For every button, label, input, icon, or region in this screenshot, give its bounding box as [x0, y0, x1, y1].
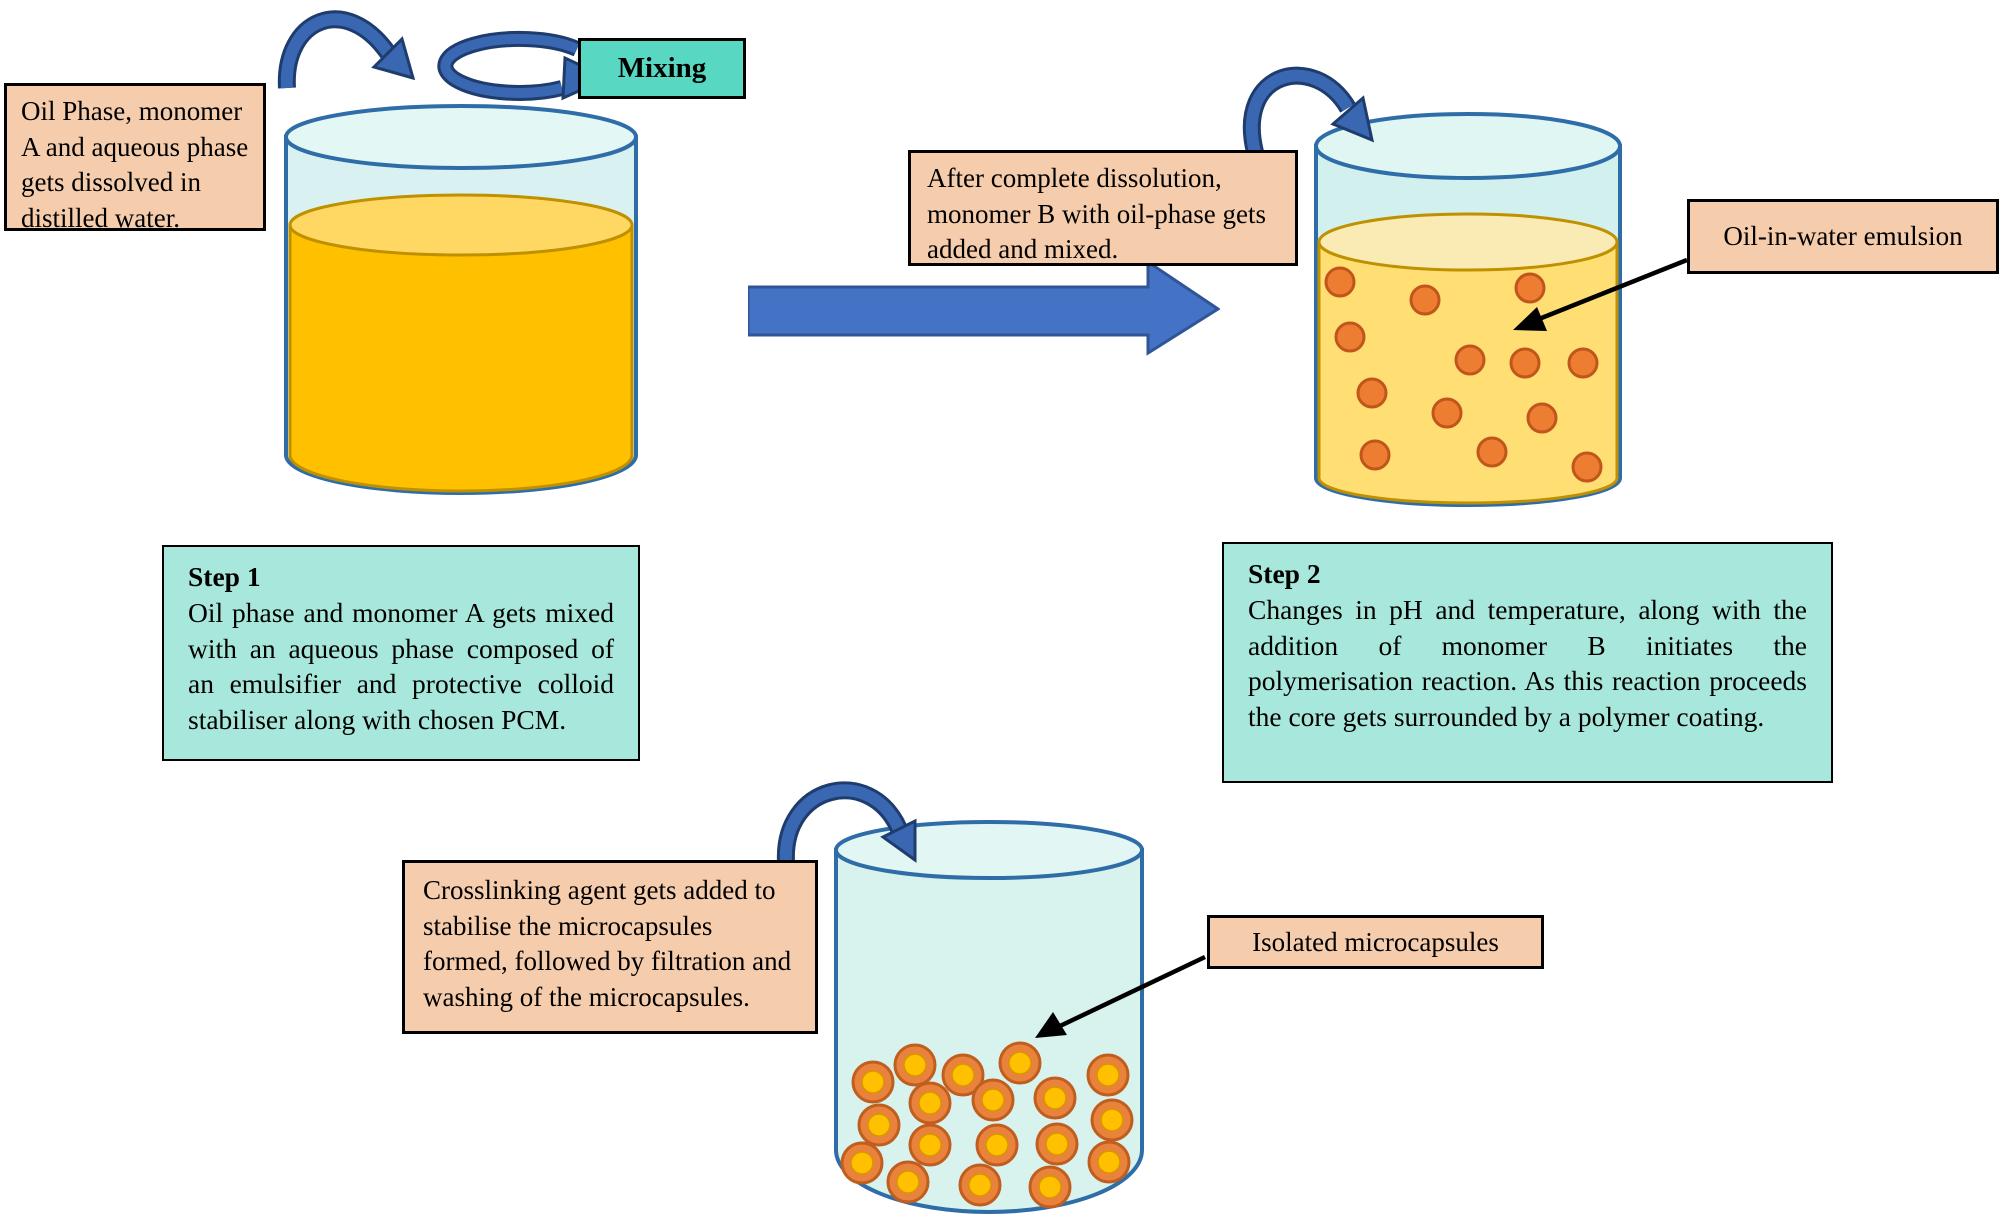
pour-arrow-icon	[1242, 66, 1375, 155]
oil-droplets	[1324, 266, 1603, 483]
emulsion-label: Oil-in-water emulsion	[1687, 199, 1999, 274]
microcapsules	[840, 1041, 1134, 1209]
step2-box: Step 2 Changes in pH and temperature, al…	[1222, 542, 1833, 783]
oil-phase-note-text: Oil Phase, monomer A and aqueous phase g…	[21, 96, 249, 233]
mixing-label: Mixing	[578, 38, 746, 99]
oil-liquid	[288, 223, 634, 493]
beaker-emulsion	[1314, 112, 1622, 507]
mixing-label-text: Mixing	[617, 52, 707, 84]
step1-box: Step 1 Oil phase and monomer A gets mixe…	[162, 545, 640, 761]
emulsion-surface	[1317, 212, 1619, 272]
step1-title: Step 1	[188, 561, 261, 592]
pointer-arrow-icon	[1513, 257, 1688, 331]
dissolution-note-text: After complete dissolution, monomer B wi…	[927, 163, 1266, 265]
isolated-label-text: Isolated microcapsules	[1252, 926, 1499, 957]
beaker-rim	[284, 104, 638, 170]
beaker-rim	[1314, 112, 1622, 180]
pour-arrow-icon	[776, 781, 917, 863]
beaker-microcapsules	[834, 820, 1144, 1214]
flow-arrow-icon	[748, 260, 1220, 356]
step1-body: Oil phase and monomer A gets mixed with …	[188, 596, 614, 735]
pointer-arrow-icon	[1035, 954, 1206, 1038]
dissolution-note-box: After complete dissolution, monomer B wi…	[908, 150, 1298, 266]
oil-phase-note-box: Oil Phase, monomer A and aqueous phase g…	[4, 83, 266, 233]
step2-title: Step 2	[1248, 558, 1321, 589]
isolated-microcapsules-label: Isolated microcapsules	[1207, 915, 1544, 969]
oil-surface	[288, 193, 634, 257]
crosslinking-note-text: Crosslinking agent gets added to stabili…	[423, 875, 792, 1012]
step2-body: Changes in pH and temperature, along wit…	[1248, 593, 1807, 732]
beaker-oil-phase	[284, 104, 638, 495]
crosslinking-note-box: Crosslinking agent gets added to stabili…	[402, 860, 818, 1034]
pour-arrow-icon	[277, 10, 416, 89]
emulsion-label-text: Oil-in-water emulsion	[1723, 221, 1963, 251]
